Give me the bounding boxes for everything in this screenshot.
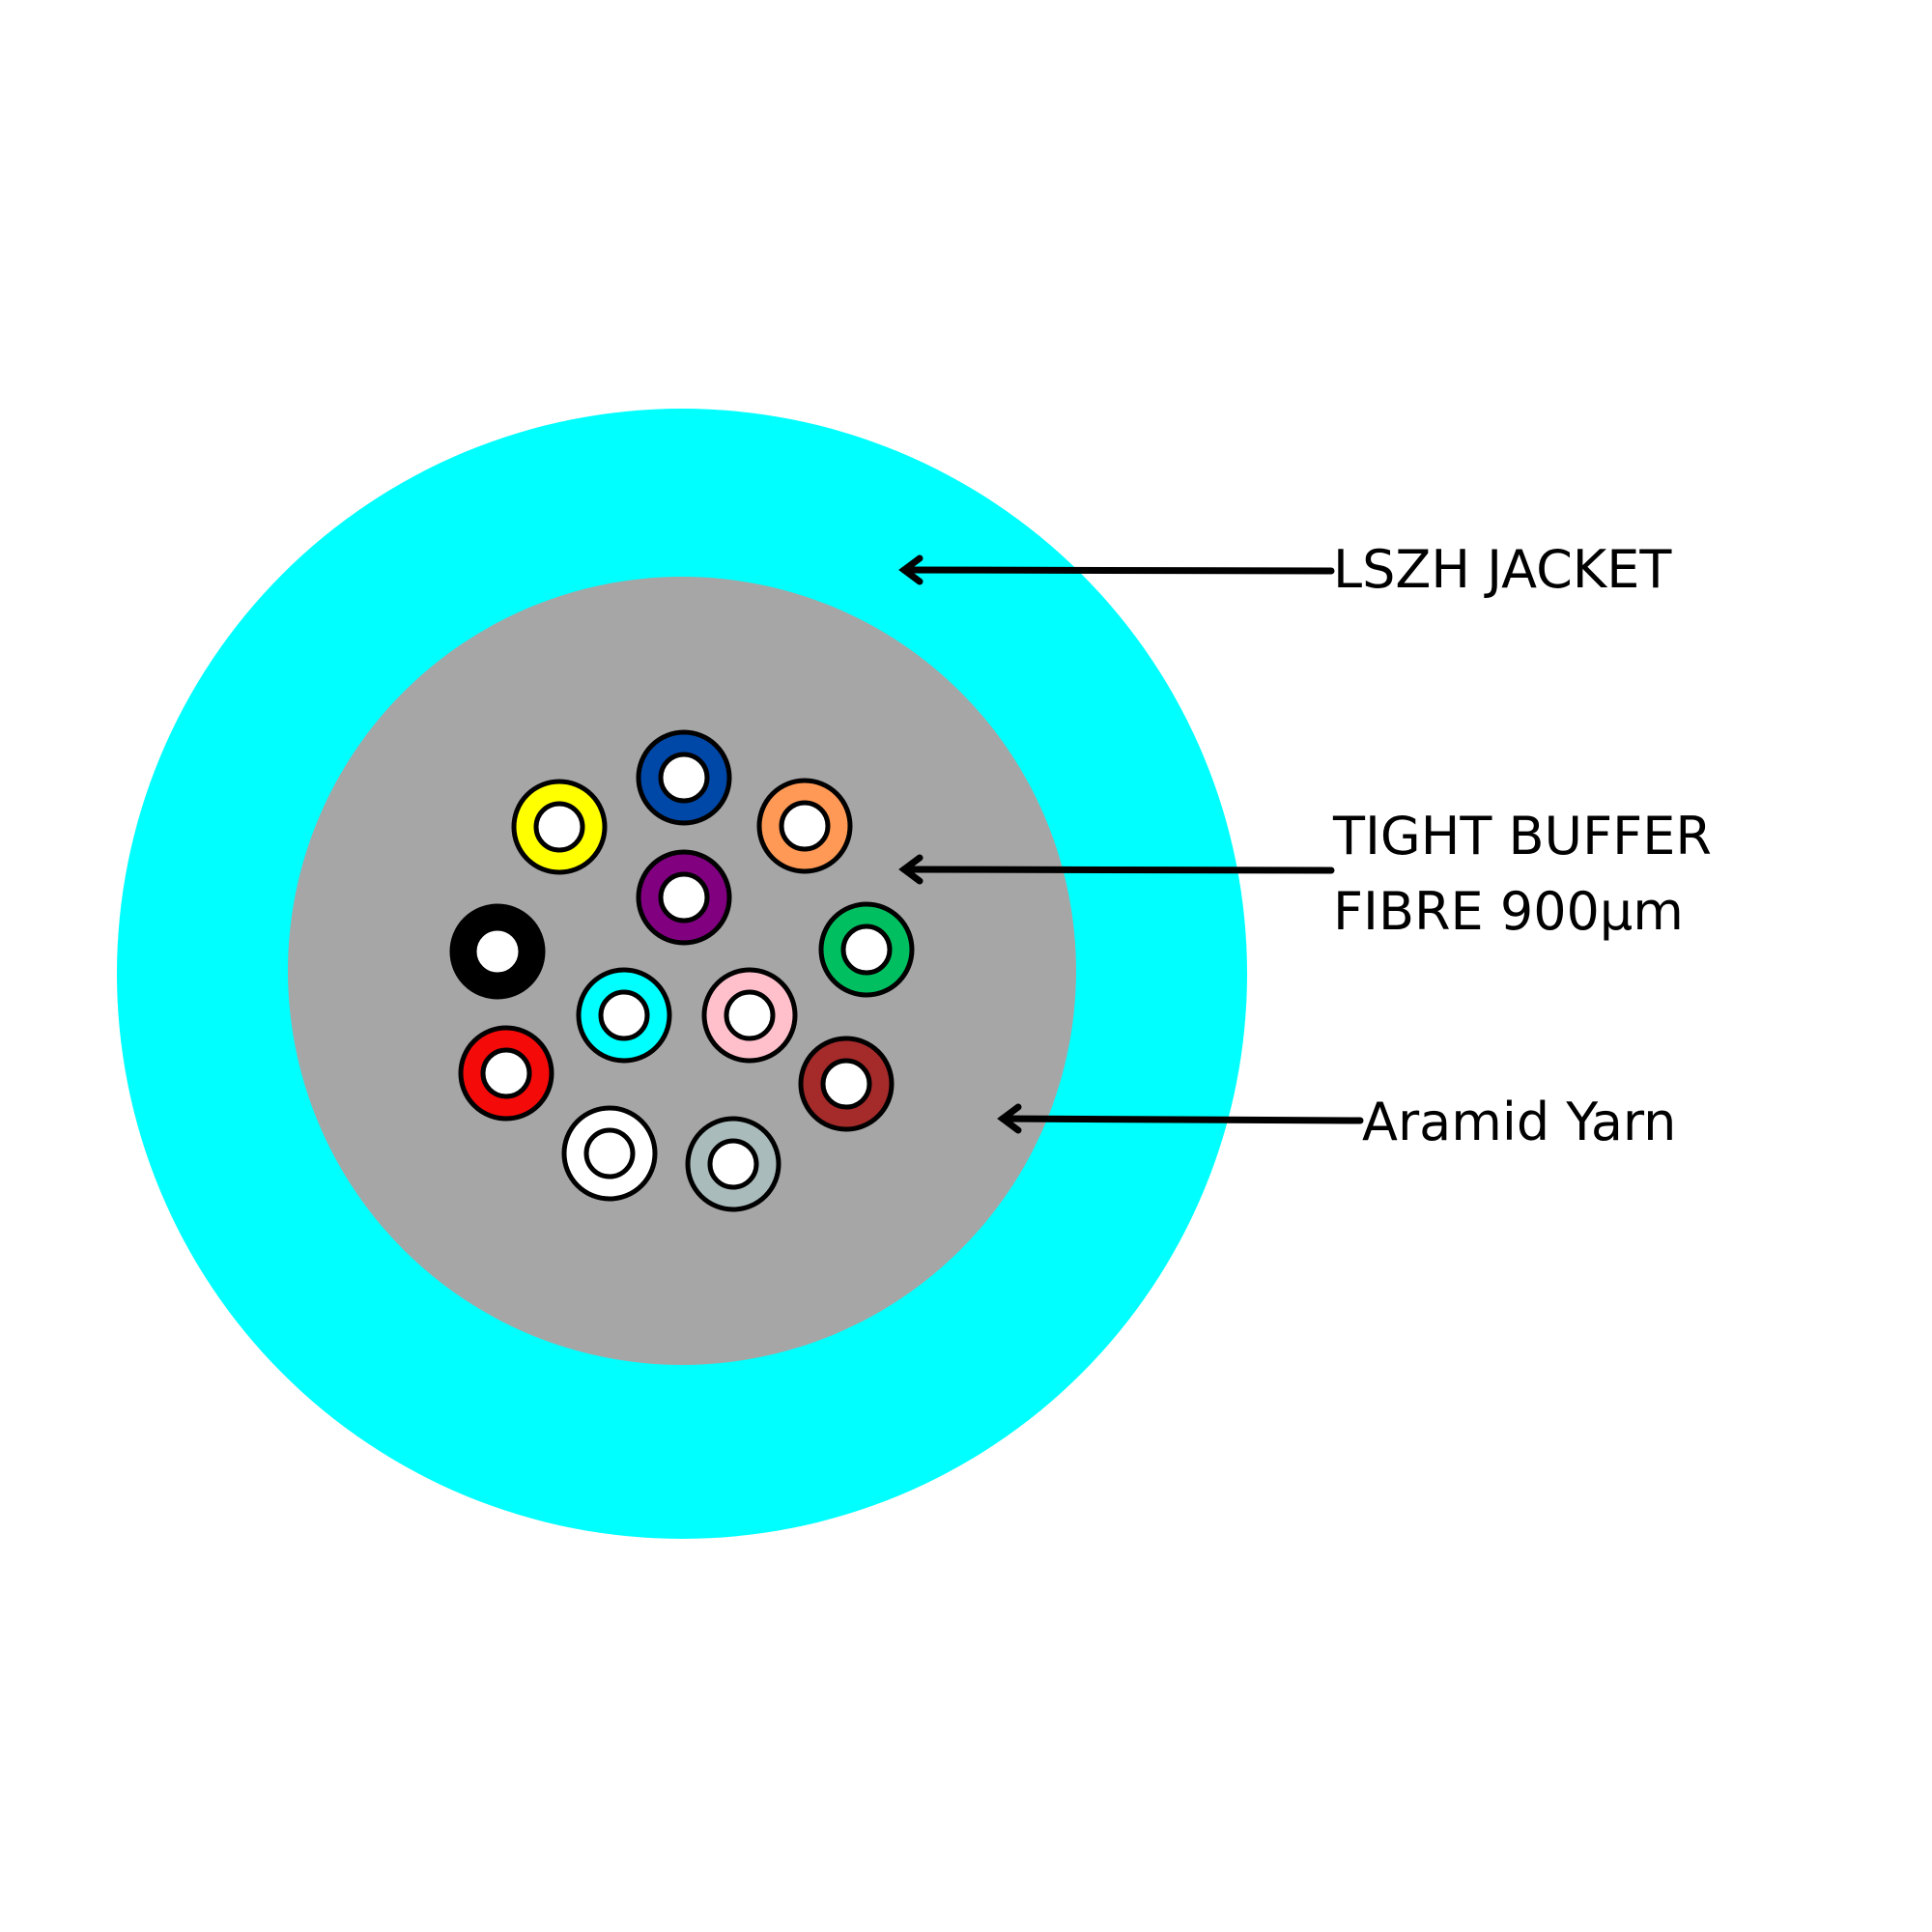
fibre-rose bbox=[701, 967, 798, 1064]
fibre-core bbox=[583, 1127, 636, 1179]
fibre-white bbox=[561, 1105, 658, 1202]
fibre-core bbox=[598, 989, 650, 1041]
fibre-brown bbox=[798, 1036, 895, 1132]
yarn-arrow bbox=[997, 1103, 1364, 1134]
fibre-core bbox=[658, 752, 710, 804]
fibre-yellow bbox=[511, 779, 608, 875]
jacket-label: LSZH JACKET bbox=[1333, 539, 1672, 600]
aramid-yarn-layer bbox=[288, 577, 1076, 1365]
fibre-red bbox=[458, 1025, 554, 1122]
fibre-core bbox=[840, 923, 893, 976]
fibre-group bbox=[449, 729, 915, 1212]
fibre-green bbox=[818, 901, 915, 998]
fibre-core bbox=[820, 1058, 872, 1110]
fibre-core bbox=[779, 800, 831, 852]
buffer-arrow bbox=[898, 854, 1335, 885]
fibre-core bbox=[480, 1047, 532, 1099]
fibre-black bbox=[449, 903, 546, 1000]
jacket-arrow bbox=[898, 554, 1335, 585]
fibre-violet bbox=[636, 849, 732, 946]
fibre-core bbox=[658, 871, 710, 923]
fibre-aqua bbox=[576, 967, 672, 1064]
fibre-blue bbox=[636, 729, 732, 826]
fibre-core bbox=[533, 801, 585, 853]
fibre-core bbox=[471, 925, 524, 978]
fibre-slate bbox=[685, 1116, 781, 1212]
fibre-orange bbox=[756, 778, 853, 874]
fibre-core bbox=[724, 989, 776, 1041]
fibre-core bbox=[707, 1138, 759, 1190]
buffer-label-line2: FIBRE 900μm bbox=[1333, 881, 1684, 942]
buffer-label-line1: TIGHT BUFFER bbox=[1332, 806, 1712, 867]
yarn-label: Aramid Yarn bbox=[1362, 1092, 1676, 1152]
